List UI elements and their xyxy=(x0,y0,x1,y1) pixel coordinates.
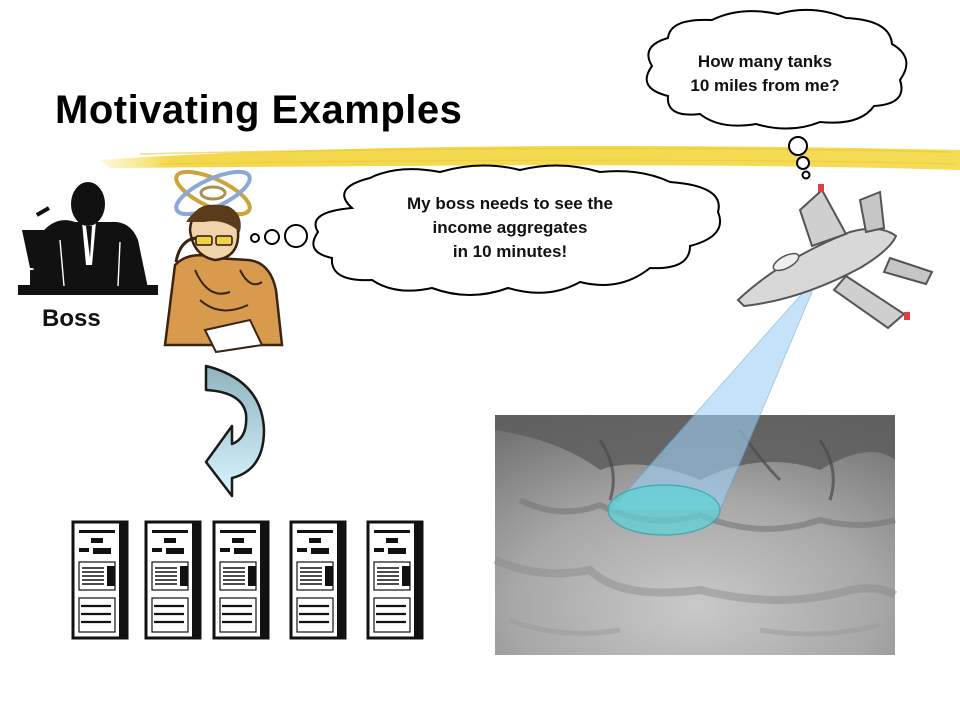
curved-down-arrow xyxy=(204,364,266,498)
employee-thought-line: My boss needs to see the xyxy=(407,194,613,213)
employee-figure xyxy=(163,204,284,354)
title-highlight-stroke xyxy=(100,145,960,170)
fighter-jet xyxy=(736,184,934,330)
server-rack xyxy=(289,520,347,640)
server-rack xyxy=(212,520,270,640)
server-rack-group xyxy=(71,520,424,640)
slide-title: Motivating Examples xyxy=(55,88,463,132)
server-rack xyxy=(71,520,129,640)
boss-label: Boss xyxy=(42,305,101,332)
server-rack xyxy=(366,520,424,640)
pilot-thought-cloud xyxy=(645,8,908,180)
boss-figure xyxy=(18,182,158,295)
employee-thought-cloud xyxy=(250,164,721,296)
pilot-thought-text: How many tanks 10 miles from me? xyxy=(650,50,880,98)
employee-thought-line: income aggregates xyxy=(432,218,588,237)
surveillance-beam xyxy=(607,287,813,536)
employee-thought-line: in 10 minutes! xyxy=(452,242,568,261)
employee-thought-text: My boss needs to see the income aggregat… xyxy=(345,192,675,264)
pilot-thought-line: How many tanks xyxy=(697,52,833,71)
pilot-thought-line: 10 miles from me? xyxy=(690,76,840,95)
server-rack xyxy=(144,520,202,640)
